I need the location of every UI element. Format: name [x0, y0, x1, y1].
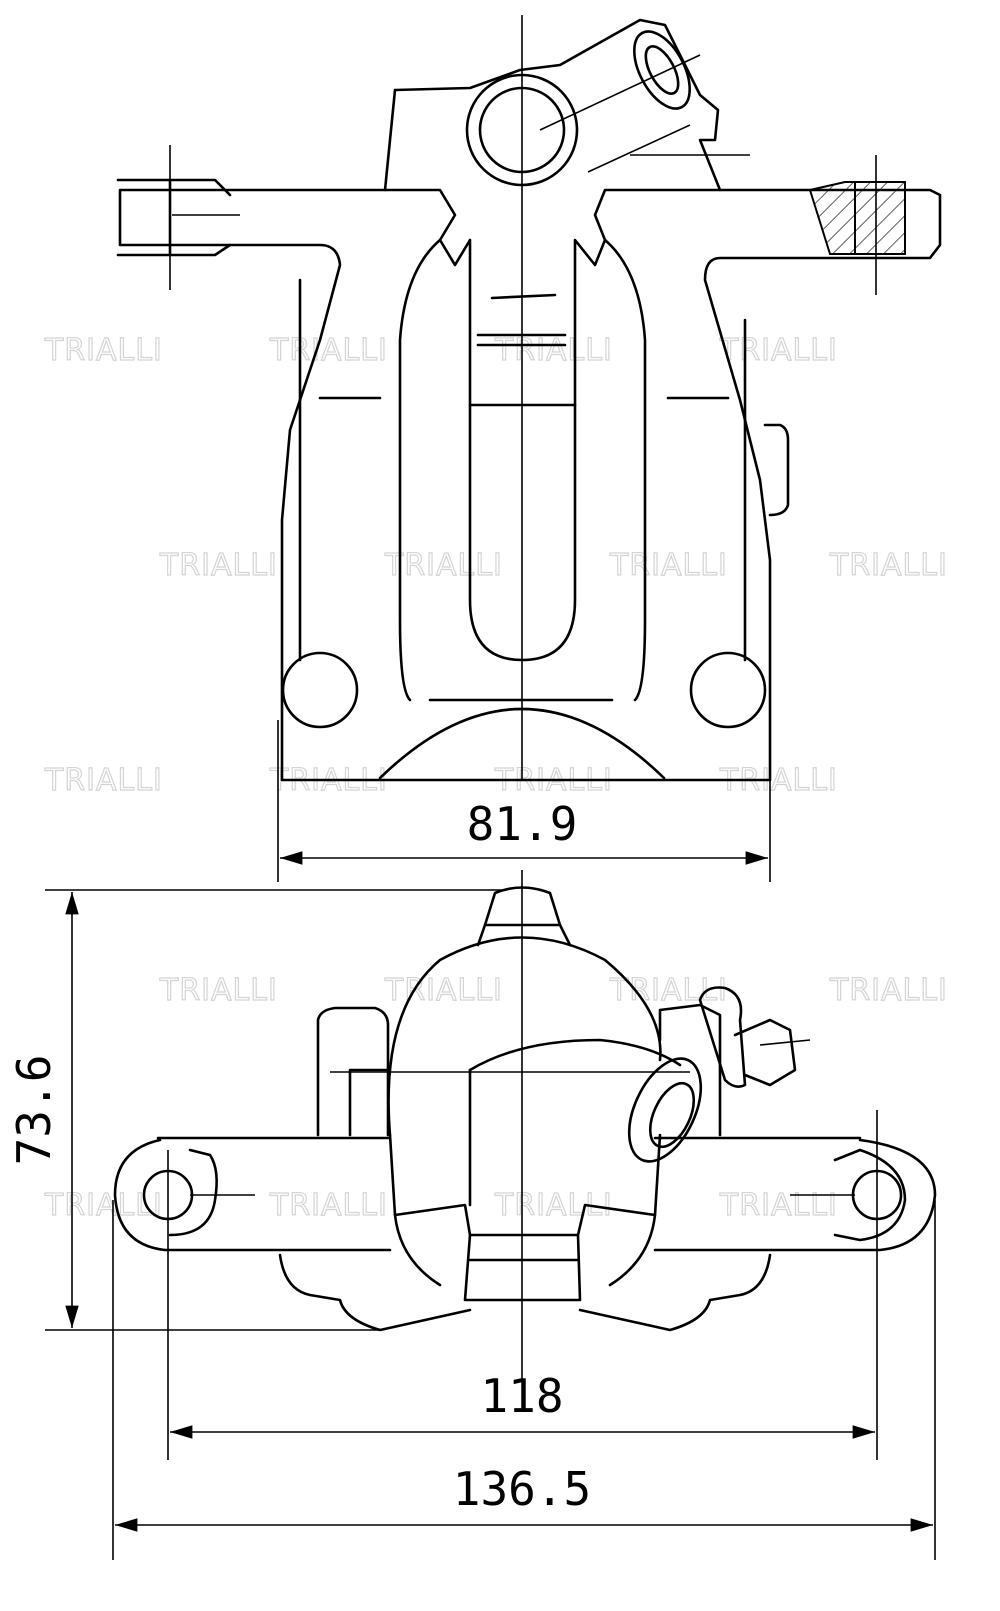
- watermark-text: TRIALLI: [829, 973, 948, 1008]
- top-boss: [383, 18, 722, 192]
- adjuster-fitting: [627, 1057, 703, 1163]
- watermark-layer: TRIALLI TRIALLI TRIALLI TRIALLI TRIALLI …: [43, 332, 948, 1223]
- dimension-label-bolt-spacing: 118: [480, 1369, 563, 1423]
- left-ear-outline: [168, 1148, 218, 1237]
- dimension-height: 73.6: [7, 889, 505, 1331]
- watermark-text: TRIALLI: [719, 333, 838, 368]
- lower-ribs: [393, 1213, 657, 1287]
- dimension-top-width: 81.9: [277, 720, 771, 882]
- inner-arm-right: [603, 238, 647, 702]
- lower-block: [463, 1233, 582, 1302]
- watermark-text: TRIALLI: [609, 973, 728, 1008]
- dome-neck: [476, 923, 572, 947]
- watermark-text: TRIALLI: [719, 1188, 838, 1223]
- dimension-overall-width: 136.5: [112, 1200, 936, 1560]
- bleed-port: [633, 30, 691, 110]
- disc-arc: [378, 707, 666, 780]
- caliper-body-outline: [118, 188, 942, 782]
- watermark-text: TRIALLI: [829, 548, 948, 583]
- dimension-label-overall-width: 136.5: [453, 1462, 591, 1516]
- caliper-bottom-view: [113, 870, 937, 1460]
- piston-boss-outer: [465, 73, 579, 187]
- dimension-label-top-width: 81.9: [467, 797, 578, 851]
- left-boss: [316, 1006, 390, 1137]
- bleed-axis: [539, 54, 701, 131]
- right-boss: [658, 1003, 722, 1137]
- watermark-text: TRIALLI: [159, 973, 278, 1008]
- watermark-text: TRIALLI: [609, 548, 728, 583]
- watermark-text: TRIALLI: [494, 333, 613, 368]
- dimension-bolt-spacing: 118: [170, 1369, 875, 1439]
- piston-boss-inner: [478, 86, 566, 174]
- side-tab: [763, 423, 790, 517]
- mounting-bar: [113, 1136, 937, 1252]
- adjuster-fitting-inner: [648, 1081, 696, 1149]
- watermark-text: TRIALLI: [44, 1188, 163, 1223]
- lower-body: [388, 1133, 662, 1237]
- left-boss-inner: [348, 1068, 390, 1137]
- watermark-text: TRIALLI: [269, 1188, 388, 1223]
- left-pin-hole: [281, 651, 359, 729]
- right-ear-section: [854, 181, 906, 255]
- sensor-clip: [698, 986, 747, 1088]
- caliper-dome: [387, 936, 662, 1137]
- caliper-top-view: [116, 15, 942, 782]
- inner-arm-left: [398, 238, 442, 702]
- watermark-text: TRIALLI: [384, 548, 503, 583]
- watermark-text: TRIALLI: [44, 763, 163, 798]
- sensor-axis: [759, 1039, 811, 1046]
- right-ear-section: [808, 181, 856, 255]
- top-nipple: [483, 886, 562, 927]
- dimension-label-height: 73.6: [7, 1055, 61, 1166]
- watermark-text: TRIALLI: [384, 973, 503, 1008]
- watermark-text: TRIALLI: [44, 333, 163, 368]
- watermark-text: TRIALLI: [159, 548, 278, 583]
- bleed-axis: [587, 124, 691, 173]
- piston-hump: [468, 1038, 682, 1072]
- slot-line: [490, 293, 557, 300]
- right-pin-hole: [689, 651, 767, 729]
- bleed-port-hole: [644, 45, 680, 95]
- sensor-plug: [733, 1018, 797, 1087]
- watermark-text: TRIALLI: [269, 333, 388, 368]
- lower-feet: [278, 1253, 772, 1332]
